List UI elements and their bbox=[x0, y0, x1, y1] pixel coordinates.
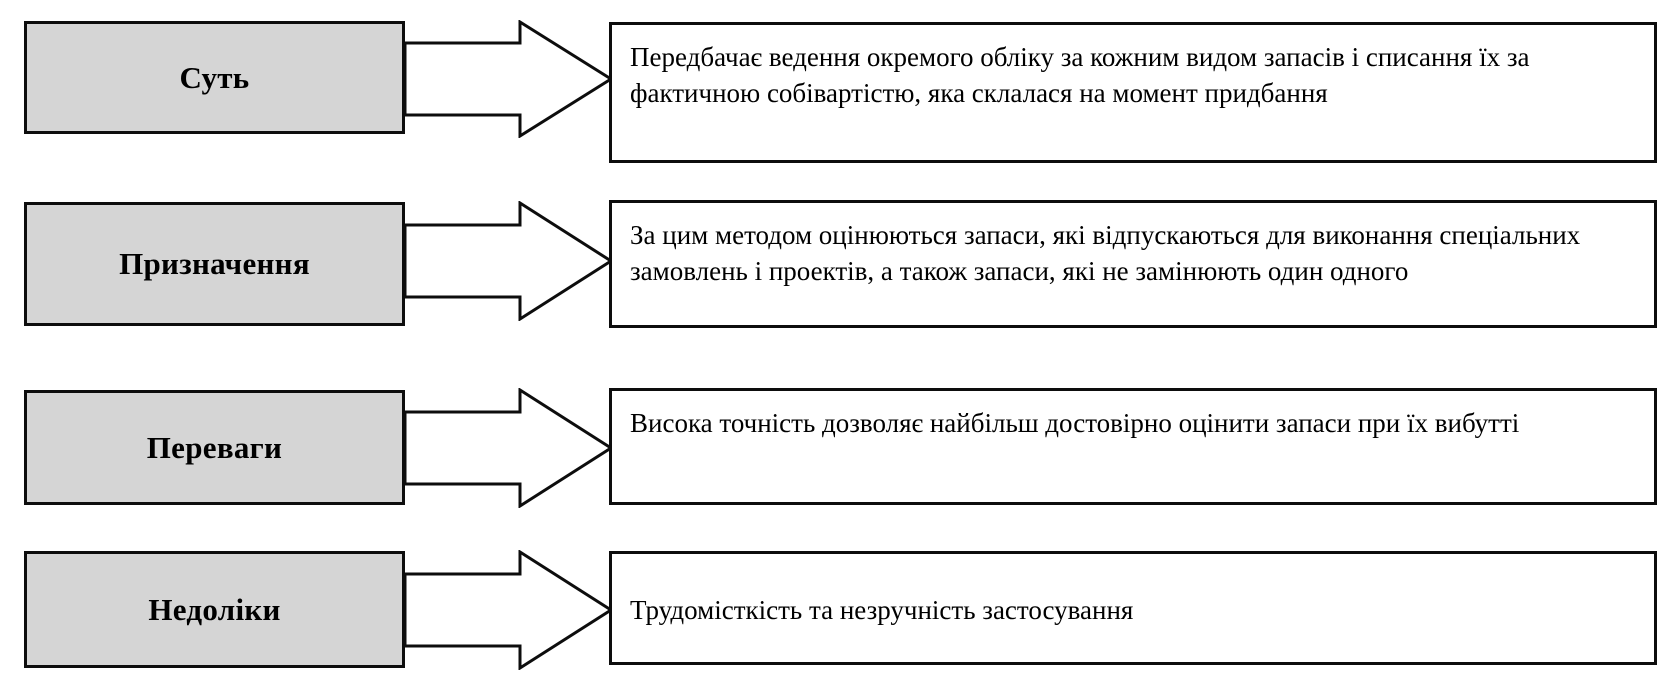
arrow-shape-row-4 bbox=[403, 549, 614, 671]
label-text-row-2: Призначення bbox=[119, 246, 310, 282]
description-box-row-4[interactable]: Трудомісткість та незручність застосуван… bbox=[609, 551, 1657, 665]
description-box-row-3[interactable]: Висока точність дозволяє найбільш достов… bbox=[609, 388, 1657, 505]
right-arrow-icon-row-2 bbox=[403, 200, 614, 322]
label-box-row-3[interactable]: Переваги bbox=[24, 390, 405, 505]
label-text-row-1: Суть bbox=[179, 59, 250, 95]
right-arrow-icon-row-3 bbox=[403, 387, 614, 509]
arrow-shape-row-2 bbox=[403, 200, 614, 322]
label-box-row-4[interactable]: Недоліки bbox=[24, 551, 405, 668]
description-text-row-1: Передбачає ведення окремого обліку за ко… bbox=[630, 42, 1530, 109]
arrow-shape-row-1 bbox=[403, 19, 614, 139]
description-text-row-2: За цим методом оцінюються запаси, які ві… bbox=[630, 220, 1581, 287]
label-box-row-1[interactable]: Суть bbox=[24, 21, 405, 134]
right-arrow-icon-row-4 bbox=[403, 549, 614, 671]
label-text-row-3: Переваги bbox=[146, 429, 283, 465]
arrow-shape-row-3 bbox=[403, 387, 614, 509]
label-box-row-2[interactable]: Призначення bbox=[24, 202, 405, 326]
description-text-row-4: Трудомісткість та незручність застосуван… bbox=[630, 594, 1134, 625]
description-box-row-2[interactable]: За цим методом оцінюються запаси, які ві… bbox=[609, 200, 1657, 328]
label-text-row-4: Недоліки bbox=[148, 591, 281, 627]
description-box-row-1[interactable]: Передбачає ведення окремого обліку за ко… bbox=[609, 22, 1657, 163]
right-arrow-icon-row-1 bbox=[403, 19, 614, 139]
description-text-row-3: Висока точність дозволяє найбільш достов… bbox=[630, 408, 1520, 438]
